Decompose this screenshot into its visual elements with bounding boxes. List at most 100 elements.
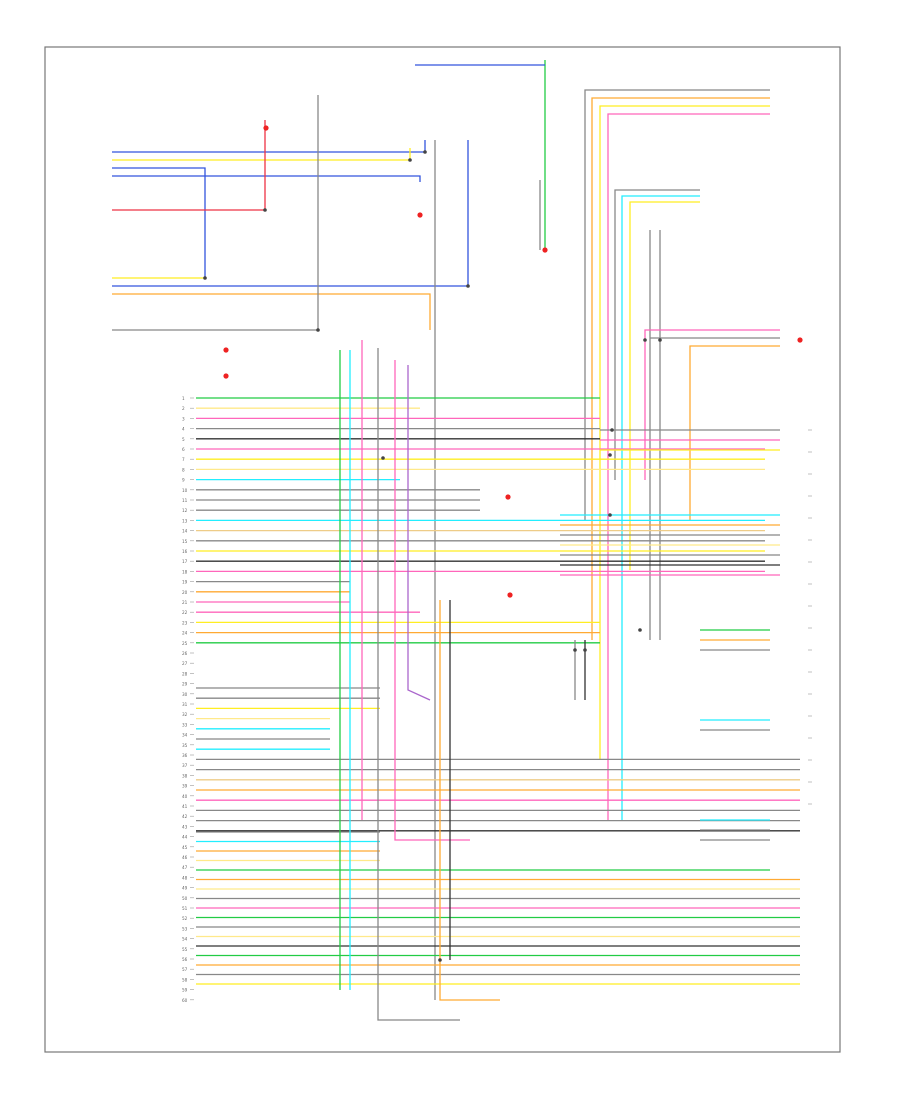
splice-point	[610, 428, 614, 432]
wire	[607, 113, 770, 820]
splice-point	[203, 276, 207, 280]
splice-point	[608, 453, 612, 457]
pin-number: 53	[182, 926, 188, 931]
wire	[407, 365, 431, 701]
wire	[614, 189, 700, 480]
pin-number: 51	[182, 906, 188, 911]
pin-number: 34	[182, 733, 188, 738]
wire	[112, 175, 421, 182]
pin-number: 4	[182, 427, 185, 432]
wire	[377, 348, 460, 1021]
wire	[591, 97, 770, 640]
pin-number: 41	[182, 804, 188, 809]
pin-number: 33	[182, 722, 188, 727]
pin-number: 13	[182, 518, 188, 523]
wire	[112, 148, 411, 161]
pin-number: 28	[182, 671, 188, 676]
splice-point	[466, 284, 470, 288]
pin-number: 21	[182, 600, 188, 605]
wire	[629, 201, 700, 570]
splice-layer	[203, 125, 803, 962]
pin-number: 17	[182, 559, 188, 564]
wire	[112, 140, 426, 153]
pin-number: 54	[182, 937, 188, 942]
pin-number: 6	[182, 447, 185, 452]
pin-number: 26	[182, 651, 188, 656]
wire	[394, 360, 470, 841]
splice-point	[643, 338, 647, 342]
wire	[599, 105, 770, 760]
splice-point	[316, 328, 320, 332]
splice-point	[638, 628, 642, 632]
pin-number: 52	[182, 916, 188, 921]
pin-number: 15	[182, 539, 188, 544]
pin-number: 9	[182, 478, 185, 483]
pin-number: 49	[182, 886, 188, 891]
pin-number: 43	[182, 824, 188, 829]
pin-number: 39	[182, 784, 188, 789]
pin-number: 47	[182, 865, 188, 870]
pin-number: 48	[182, 875, 188, 880]
wire	[621, 195, 700, 820]
connector-terminal	[542, 247, 548, 253]
wire	[644, 329, 780, 480]
pin-number: 32	[182, 712, 188, 717]
pin-number: 19	[182, 580, 188, 585]
wire	[439, 600, 500, 1001]
wire	[584, 89, 770, 520]
pin-number: 50	[182, 896, 188, 901]
pin-number: 57	[182, 967, 188, 972]
pin-number: 27	[182, 661, 188, 666]
pin-number: 16	[182, 549, 188, 554]
pin-number: 37	[182, 763, 188, 768]
pin-number: 7	[182, 457, 185, 462]
pin-number: 5	[182, 437, 185, 442]
pin-number: 38	[182, 773, 188, 778]
splice-point	[573, 648, 577, 652]
wire	[112, 167, 206, 278]
wire	[112, 140, 469, 287]
splice-point	[263, 208, 267, 212]
connector-terminal	[223, 373, 229, 379]
wire-layer	[112, 60, 800, 1021]
splice-point	[658, 338, 662, 342]
pin-number: 58	[182, 977, 188, 982]
wire	[689, 345, 780, 520]
pin-number: 1	[182, 396, 185, 401]
pin-number-column: 1234567891011121314151617181920212223242…	[182, 396, 812, 1003]
pin-number: 20	[182, 590, 188, 595]
pin-number: 29	[182, 682, 188, 687]
connector-terminal	[417, 212, 423, 218]
pin-number: 10	[182, 488, 188, 493]
pin-number: 24	[182, 631, 188, 636]
pin-number: 18	[182, 569, 188, 574]
pin-number: 3	[182, 416, 185, 421]
pin-number: 31	[182, 702, 188, 707]
pin-number: 45	[182, 845, 188, 850]
pin-number: 11	[182, 498, 188, 503]
pin-number: 12	[182, 508, 188, 513]
connector-terminal	[797, 337, 803, 343]
wire	[112, 293, 431, 330]
splice-point	[423, 150, 427, 154]
wire	[112, 95, 319, 331]
pin-number: 46	[182, 855, 188, 860]
pin-number: 36	[182, 753, 188, 758]
pin-number: 22	[182, 610, 188, 615]
pin-number: 14	[182, 529, 188, 534]
pin-number: 30	[182, 692, 188, 697]
pin-number: 23	[182, 620, 188, 625]
pin-number: 60	[182, 998, 188, 1003]
pin-number: 44	[182, 835, 188, 840]
pin-number: 8	[182, 467, 185, 472]
pin-number: 25	[182, 641, 188, 646]
splice-point	[408, 158, 412, 162]
connector-terminal	[505, 494, 511, 500]
connector-terminal	[507, 592, 513, 598]
pin-number: 56	[182, 957, 188, 962]
splice-point	[381, 456, 385, 460]
pin-number: 35	[182, 743, 188, 748]
wire	[112, 120, 266, 211]
pin-number: 2	[182, 406, 185, 411]
